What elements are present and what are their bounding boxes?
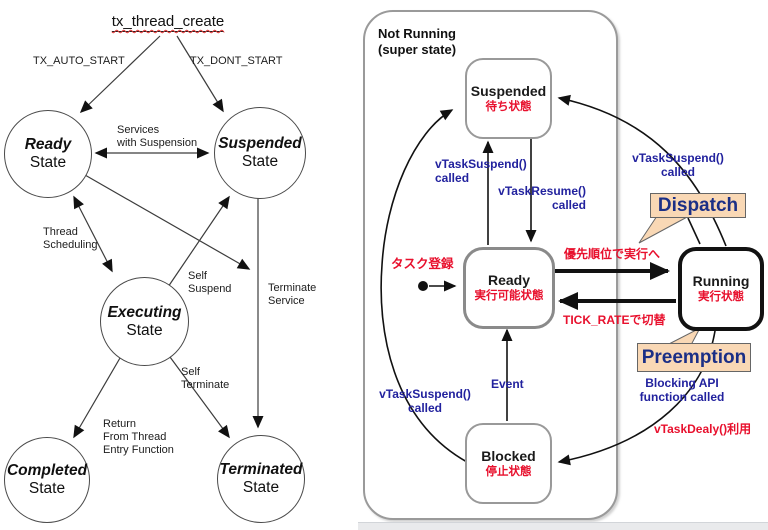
arrow-executing-to-suspended [167,195,230,288]
label-terminate-service: Terminate Service [268,282,317,307]
label-event: Event [491,377,524,391]
dispatch-callout: Dispatch [650,193,746,218]
state-terminated: Terminated State [217,435,305,523]
label-tick-rate: TICK_RATEで切替 [563,313,666,327]
preemption-callout: Preemption [637,343,751,372]
label-vtasksuspend-bottom: vTaskSuspend() called [379,387,471,415]
label-vtaskresume: vTaskResume() called [498,184,586,212]
left-diagram-title: tx_thread_create [104,13,232,32]
label-return-from-thread: Return From Thread Entry Function [103,418,174,456]
label-self-suspend: Self Suspend [188,270,232,295]
not-running-superstate-label: Not Running (super state) [378,26,457,57]
state-completed: Completed State [4,437,90,523]
arrow-ready-to-terminate-line [84,174,251,270]
label-priority-run: 優先順位で実行へ [564,247,661,261]
label-thread-scheduling: Thread Scheduling [43,226,98,251]
arrow-create-to-ready [79,35,161,114]
label-vtasksuspend-left: vTaskSuspend() called [435,157,527,185]
label-tx-auto-start: TX_AUTO_START [33,55,125,67]
node-blocked: Blocked 停止状態 [465,423,552,504]
arrow-blocked-to-suspended-curve [380,109,468,463]
initial-state-dot [418,281,428,291]
label-vtasksuspend-right: vTaskSuspend() called [632,151,724,179]
state-suspended: Suspended State [214,107,306,199]
bottom-bar [358,522,768,530]
state-executing: Executing State [100,277,189,366]
state-ready: Ready State [4,110,92,198]
label-vtaskdelay: vTaskDealy()利用 [654,422,752,436]
arrow-running-to-suspended-curve [557,94,727,247]
label-blocking-api: Blocking API function called [639,376,725,404]
arrow-executing-to-completed [73,357,121,439]
label-tx-dont-start: TX_DONT_START [190,55,283,67]
node-running: Running 実行状態 [678,247,764,331]
label-task-register: タスク登録 [391,257,454,271]
arrow-create-to-suspended [176,35,224,113]
dispatch-callout-tail [638,215,690,244]
arrow-ready-executing-bidir [73,195,113,273]
tx-thread-create-label: tx_thread_create [111,13,225,32]
node-suspended: Suspended 待ち状態 [465,58,552,139]
label-self-terminate: Self Terminate [181,366,230,391]
dispatch-connector-line [687,217,701,245]
label-services-with-suspension: Services with Suspension [117,124,198,149]
node-ready: Ready 実行可能状態 [463,247,555,329]
arrow-executing-to-terminated [169,356,230,439]
